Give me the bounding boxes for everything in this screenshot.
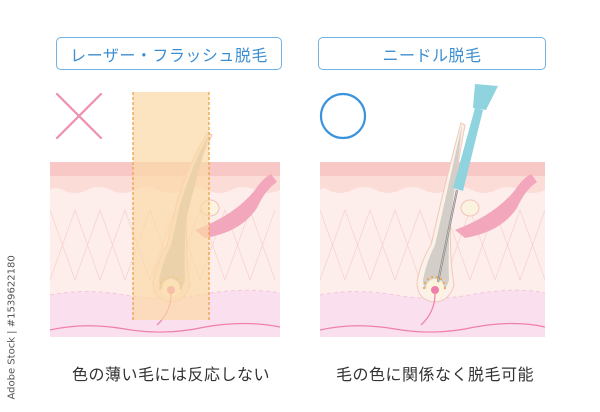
- arrector-muscle: [195, 174, 277, 238]
- laser-flash-title-text: レーザー・フラッシュ脱毛: [70, 45, 268, 65]
- laser-skin-diagram: [49, 92, 281, 337]
- arrector-muscle: [455, 174, 537, 238]
- electrolysis-needle: [436, 84, 498, 283]
- circle-icon: [319, 92, 367, 140]
- needle-skin-diagram: [319, 84, 545, 337]
- stock-watermark: Adobe Stock | #1539622180: [2, 255, 22, 402]
- cross-icon: [55, 92, 103, 140]
- needle-caption: 毛の色に関係なく脱毛可能: [335, 365, 534, 384]
- laser-beam: [132, 92, 210, 320]
- watermark-text: Adobe Stock | #1539622180: [6, 255, 18, 400]
- laser-flash-title: レーザー・フラッシュ脱毛: [56, 37, 282, 70]
- sebaceous-gland: [460, 199, 480, 217]
- needle-title-text: ニードル脱毛: [382, 45, 482, 65]
- laser-caption: 色の薄い毛には反応しない: [71, 365, 270, 384]
- needle-title: ニードル脱毛: [318, 37, 546, 70]
- hair-follicle: [416, 122, 466, 326]
